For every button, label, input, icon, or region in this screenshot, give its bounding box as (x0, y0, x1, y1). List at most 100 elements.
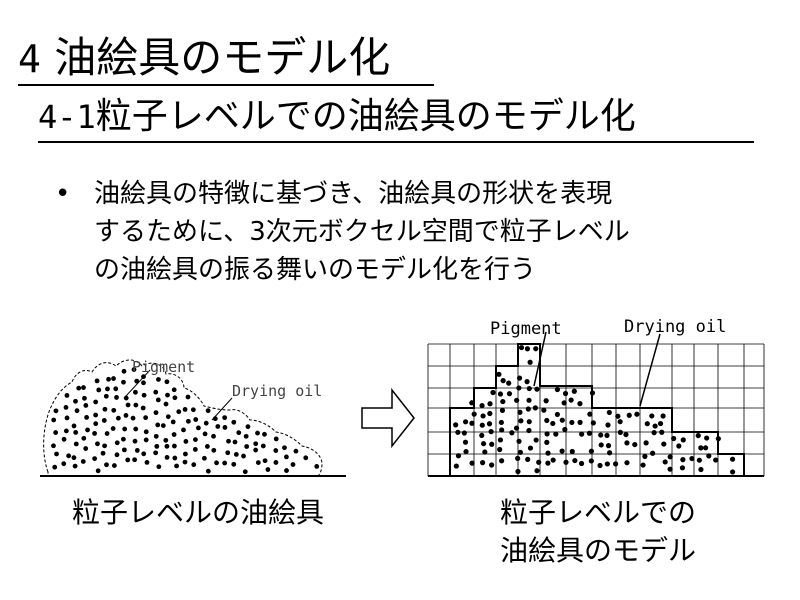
right-voxel-figure: Pigment Drying oil (427, 317, 765, 477)
pigment-particle (680, 437, 686, 443)
pigment-particle (536, 459, 542, 465)
pigment-particle (225, 450, 231, 456)
pigment-particle (527, 445, 534, 451)
pigment-particle (141, 380, 146, 386)
pigment-particle (497, 446, 503, 453)
pigment-particle (134, 378, 140, 384)
right-oil-pointer (639, 333, 661, 407)
pigment-particle (121, 447, 127, 453)
slide-subtitle: 4-1粒子レベルでの油絵具のモデル化 (38, 96, 636, 137)
pigment-particle (544, 417, 550, 424)
pigment-particle (649, 413, 655, 419)
pigment-particle (113, 386, 119, 392)
pigment-particle (192, 447, 198, 452)
pigment-particle (671, 435, 677, 442)
pigment-particle (571, 388, 577, 394)
pigment-particle (500, 398, 506, 405)
pigment-particle (499, 458, 505, 464)
pigment-particle (524, 379, 530, 385)
pigment-particle (550, 457, 556, 463)
pigment-particle (156, 464, 162, 470)
pigment-particle (554, 386, 560, 393)
title-text: 油絵具のモデル化 (54, 33, 391, 82)
pigment-particle (715, 436, 721, 442)
pigment-particle (53, 430, 59, 435)
pigment-particle (155, 422, 161, 428)
subtitle-number: 4-1 (38, 98, 96, 136)
pigment-particle (64, 415, 70, 421)
pigment-particle (72, 463, 78, 469)
pigment-particle (544, 439, 550, 445)
pigment-particle (53, 408, 59, 414)
pigment-particle (132, 438, 138, 444)
pigment-particle (455, 453, 462, 459)
pigment-particle (255, 430, 260, 436)
pigment-particle (74, 408, 80, 414)
pigment-particle (499, 427, 505, 433)
pigment-particle (193, 417, 199, 422)
pigment-particle (111, 407, 117, 413)
pigment-particle (121, 379, 126, 385)
pigment-particle (73, 398, 78, 404)
pigment-particle (153, 450, 159, 456)
pigment-particle (713, 457, 719, 463)
pigment-particle (81, 385, 86, 390)
pigment-particle (243, 433, 249, 439)
title-underline (18, 84, 434, 86)
pigment-particle (232, 439, 238, 445)
pigment-particle (164, 455, 170, 460)
pigment-particle (314, 463, 320, 469)
pigment-particle (111, 463, 117, 468)
pigment-particle (667, 466, 673, 472)
pigment-particle (51, 443, 56, 449)
pigment-particle (506, 391, 513, 397)
pigment-particle (171, 432, 177, 437)
pigment-particle (680, 457, 686, 463)
pigment-particle (222, 460, 228, 466)
pigment-particle (125, 457, 131, 463)
pigment-particle (563, 459, 569, 465)
pigment-particle (123, 395, 129, 401)
subtitle-underline (38, 141, 754, 143)
left-paint-figure: Pigment Drying oil (40, 358, 346, 477)
voxel-paint-outline (449, 343, 745, 477)
pigment-particle (63, 405, 69, 410)
pigment-particle (244, 444, 250, 449)
pigment-particle (133, 426, 139, 432)
pigment-particle (605, 443, 612, 449)
pigment-particle (164, 379, 170, 385)
pigment-particle (61, 436, 67, 442)
pigment-particle (489, 441, 495, 447)
pigment-particle (617, 419, 623, 425)
pigment-particle (509, 430, 515, 436)
pigment-particle (455, 429, 461, 435)
pigment-particle (689, 455, 695, 462)
pigment-particle (165, 392, 170, 398)
pigment-particle (201, 455, 207, 461)
pigment-particle (176, 409, 182, 415)
pigment-particle (265, 467, 271, 472)
pigment-particle (156, 377, 161, 382)
pigment-particle (131, 367, 137, 373)
pigment-particle (255, 460, 261, 466)
pigment-particle (196, 425, 201, 431)
pigment-particle (73, 441, 79, 447)
bullet-text: 油絵具の特徴に基づき、油絵具の形状を表現 するために、3次元ボクセル空間で粒子レ… (94, 175, 734, 289)
pigment-particle (104, 462, 109, 468)
pigment-particle (657, 420, 664, 427)
pigment-particle (233, 452, 239, 457)
pigment-particle (624, 460, 630, 466)
right-caption-line-1: 粒子レベルでの (500, 496, 697, 529)
pigment-particle (82, 395, 87, 401)
pigment-particle (698, 466, 704, 473)
pigment-particle (163, 401, 169, 407)
pigment-particle (181, 427, 186, 433)
pigment-particle (92, 456, 98, 461)
pigment-particle (624, 440, 630, 446)
pigment-particle (95, 468, 101, 474)
pigment-particle (204, 444, 210, 449)
pigment-particle (215, 424, 221, 429)
pigment-particle (490, 389, 496, 396)
pigment-particle (93, 412, 99, 418)
pigment-particle (141, 392, 147, 398)
